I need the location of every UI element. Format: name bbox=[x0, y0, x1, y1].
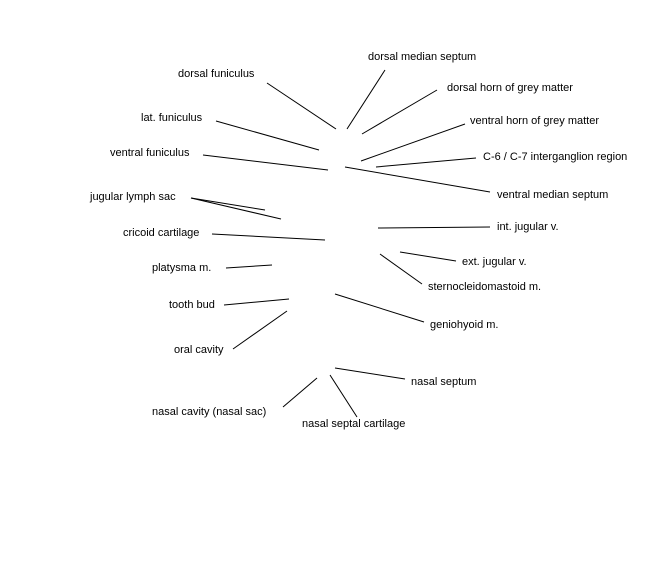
label-ventral-funiculus: ventral funiculus bbox=[110, 147, 190, 159]
label-tooth-bud: tooth bud bbox=[169, 299, 215, 311]
leader-ventral-median-septum bbox=[344, 166, 491, 193]
leader-nasal-septum bbox=[334, 367, 406, 380]
label-sternocleidomastoid: sternocleidomastoid m. bbox=[428, 281, 542, 293]
label-ventral-median-septum: ventral median septum bbox=[497, 189, 609, 201]
leader-lat-funiculus bbox=[215, 120, 320, 151]
label-int-jugular: int. jugular v. bbox=[497, 221, 559, 233]
label-cricoid-cartilage: cricoid cartilage bbox=[123, 227, 200, 239]
label-geniohyoid: geniohyoid m. bbox=[430, 319, 499, 331]
leader-jugular-lymph-sac-2 bbox=[190, 197, 282, 220]
label-nasal-septal-cartilage: nasal septal cartilage bbox=[302, 418, 406, 430]
label-oral-cavity: oral cavity bbox=[174, 344, 224, 356]
leader-tooth-bud bbox=[223, 298, 290, 306]
label-jugular-lymph-sac: jugular lymph sac bbox=[90, 191, 176, 203]
leader-jugular-lymph-sac-1 bbox=[190, 197, 266, 211]
label-lat-funiculus: lat. funiculus bbox=[141, 112, 203, 124]
leader-ext-jugular bbox=[399, 251, 457, 262]
leader-sternocleidomastoid bbox=[379, 253, 423, 285]
label-nasal-cavity: nasal cavity (nasal sac) bbox=[152, 406, 267, 418]
leader-interganglion bbox=[375, 157, 477, 168]
label-platysma: platysma m. bbox=[152, 262, 212, 274]
leader-ventral-funiculus bbox=[202, 154, 329, 171]
label-dorsal-funiculus: dorsal funiculus bbox=[178, 68, 255, 80]
leader-dorsal-horn bbox=[361, 89, 438, 135]
label-dorsal-median-septum: dorsal median septum bbox=[368, 51, 477, 63]
leader-dorsal-median-septum bbox=[346, 69, 386, 130]
label-ext-jugular: ext. jugular v. bbox=[462, 256, 527, 268]
leader-dorsal-funiculus bbox=[266, 82, 337, 130]
label-dorsal-horn: dorsal horn of grey matter bbox=[447, 82, 573, 94]
leader-int-jugular bbox=[377, 226, 491, 229]
label-nasal-septum: nasal septum bbox=[411, 376, 477, 388]
label-interganglion-region: C-6 / C-7 interganglion region bbox=[483, 151, 628, 163]
label-ventral-horn: ventral horn of grey matter bbox=[470, 115, 600, 127]
leader-platysma bbox=[225, 264, 273, 269]
leader-nasal-septal-cartilage bbox=[329, 374, 358, 418]
leader-oral-cavity bbox=[232, 310, 288, 350]
leader-ventral-horn bbox=[360, 123, 466, 162]
leader-nasal-cavity bbox=[282, 377, 318, 408]
leader-geniohyoid bbox=[334, 293, 425, 323]
leader-cricoid-cartilage bbox=[211, 233, 326, 241]
